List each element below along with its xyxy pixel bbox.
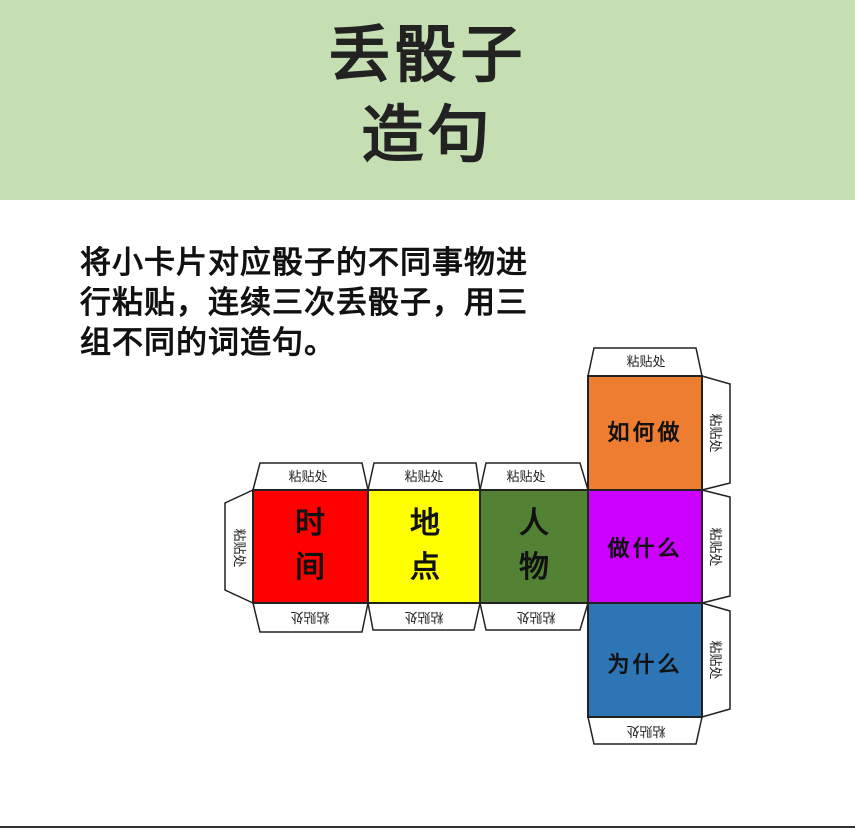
face-what-label: 做什么 — [606, 536, 682, 562]
glue-tab-label: 粘贴处 — [404, 609, 443, 624]
face-place-label-1: 地 — [410, 506, 440, 541]
glue-tab-label: 粘贴处 — [231, 528, 246, 567]
dice-face-time — [252, 489, 369, 604]
instruction-text: 将小卡片对应骰子的不同事物进 行粘贴，连续三次丢骰子，用三 组不同的词造句。 — [80, 243, 580, 363]
header-banner — [0, 0, 855, 200]
glue-tab-label: 粘贴处 — [707, 527, 722, 566]
glue-tab-label: 粘贴处 — [404, 470, 443, 485]
face-person-label-1: 人 — [519, 506, 549, 541]
face-time-label-2: 间 — [295, 550, 325, 585]
face-how-label: 如何做 — [607, 420, 682, 446]
glue-tab-label: 粘贴处 — [516, 609, 555, 624]
page-title: 丢骰子 — [328, 18, 527, 91]
glue-tab-label: 粘贴处 — [626, 723, 665, 738]
dice-face-person — [479, 489, 589, 604]
dice-face-why — [587, 602, 703, 718]
instruction-line-3: 组不同的词造句。 — [80, 325, 336, 361]
glue-tab-label: 粘贴处 — [707, 640, 722, 679]
face-time-label-1: 时 — [295, 506, 325, 541]
instruction-line-1: 将小卡片对应骰子的不同事物进 — [80, 245, 528, 281]
face-why-label: 为什么 — [607, 652, 682, 678]
instruction-line-2: 行粘贴，连续三次丢骰子，用三 — [80, 285, 528, 321]
glue-tab-label: 粘贴处 — [288, 470, 327, 485]
dice-face-how — [587, 375, 703, 491]
glue-tab-label: 粘贴处 — [626, 355, 665, 370]
face-place-label-2: 点 — [410, 550, 440, 585]
glue-tab-label: 粘贴处 — [290, 609, 329, 624]
bottom-divider — [0, 826, 855, 828]
page-subtitle: 造句 — [361, 98, 494, 171]
glue-tab-label: 粘贴处 — [707, 413, 722, 452]
face-person-label-2: 物 — [519, 550, 549, 585]
glue-tab-label: 粘贴处 — [506, 470, 545, 485]
